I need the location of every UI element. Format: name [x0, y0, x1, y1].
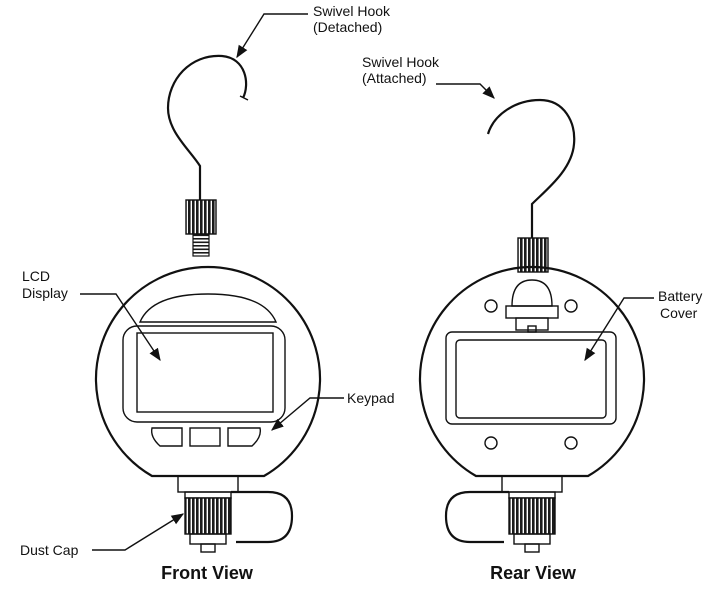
rear-fitting-neck: [501, 475, 563, 493]
labels: Swivel Hook (Detached) Swivel Hook (Atta…: [20, 3, 702, 583]
rear-case-outline: [418, 265, 646, 478]
front-gauge-body: [94, 265, 322, 553]
label-lcd-2: Display: [22, 285, 68, 301]
hook-thread: [192, 233, 210, 257]
screw-hole-bottom-left: [484, 436, 498, 450]
rear-view: [418, 98, 646, 553]
screw-hole-top-right: [564, 299, 578, 313]
lcd-display-screen: [136, 332, 274, 413]
front-view: [94, 54, 322, 553]
battery-cover-outer: [445, 331, 617, 425]
caption-rear-view: Rear View: [490, 563, 577, 583]
label-keypad: Keypad: [347, 390, 394, 406]
rear-gauge-body: [418, 265, 646, 553]
label-lcd-1: LCD: [22, 268, 50, 284]
label-dust-cap: Dust Cap: [20, 542, 79, 558]
caption-front-view: Front View: [161, 563, 254, 583]
callout-arrow-lcd: [80, 293, 161, 362]
keypad-button-1: [150, 427, 183, 447]
front-case-outline: [94, 265, 322, 478]
label-swivel-attached-2: (Attached): [362, 70, 427, 86]
screw-hole-top-left: [484, 299, 498, 313]
label-swivel-attached-1: Swivel Hook: [362, 54, 440, 70]
label-swivel-detached-1: Swivel Hook: [313, 3, 391, 19]
front-dust-cap: [184, 497, 232, 535]
hook-knurled-nut: [185, 199, 217, 235]
hook-wire: [166, 54, 248, 200]
screw-hole-bottom-right: [564, 436, 578, 450]
front-display-bezel: [122, 325, 286, 423]
swivel-hook-detached: [166, 54, 249, 257]
label-swivel-detached-2: (Detached): [313, 19, 382, 35]
callout-arrow-swivel-detached: [236, 13, 308, 59]
battery-cover-inner: [455, 339, 607, 419]
hook-wire-attached: [486, 98, 576, 240]
front-top-window: [138, 293, 278, 323]
rear-dust-cap-tether: [444, 490, 509, 544]
front-dust-cap-tether: [231, 490, 294, 544]
callout-arrow-keypad: [271, 397, 344, 431]
keypad-button-2: [189, 427, 221, 447]
front-fitting-neck: [177, 475, 239, 493]
label-battery-2: Cover: [660, 305, 698, 321]
keypad-button-3: [227, 427, 262, 447]
rear-dust-cap: [508, 497, 556, 535]
callout-arrow-dust-cap: [92, 513, 185, 551]
callout-arrow-battery: [584, 297, 654, 362]
swivel-hook-attached: [486, 98, 576, 273]
label-battery-1: Battery: [658, 288, 702, 304]
rear-sensor-dome: [511, 279, 553, 307]
callouts: [80, 13, 654, 551]
callout-arrow-swivel-attached: [436, 83, 495, 99]
